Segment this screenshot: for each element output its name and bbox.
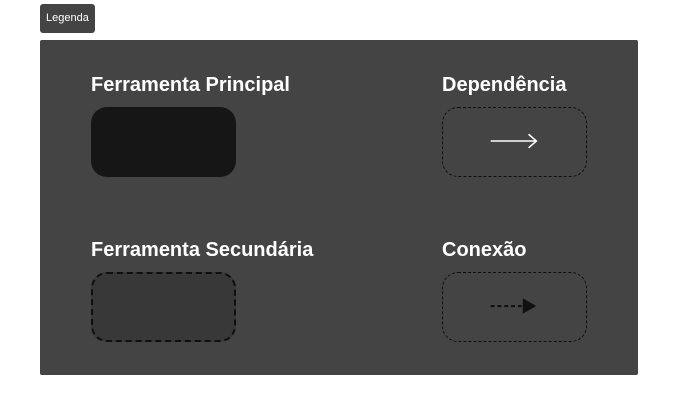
legend-tag: Legenda bbox=[40, 4, 95, 33]
primary-tool-swatch bbox=[91, 107, 236, 177]
legend-label-primary-tool: Ferramenta Principal bbox=[91, 74, 290, 96]
legend-label-dependency: Dependência bbox=[442, 74, 567, 96]
legend-label-secondary-tool: Ferramenta Secundária bbox=[91, 239, 314, 261]
dependency-arrow-icon bbox=[490, 133, 538, 149]
dashed-arrow-icon bbox=[490, 298, 537, 314]
dependency-swatch bbox=[442, 107, 587, 177]
secondary-tool-swatch bbox=[91, 272, 236, 342]
legend-panel: Ferramenta Principal Dependência Ferrame… bbox=[40, 40, 638, 375]
connection-swatch bbox=[442, 272, 587, 342]
legend-label-connection: Conexão bbox=[442, 239, 527, 261]
